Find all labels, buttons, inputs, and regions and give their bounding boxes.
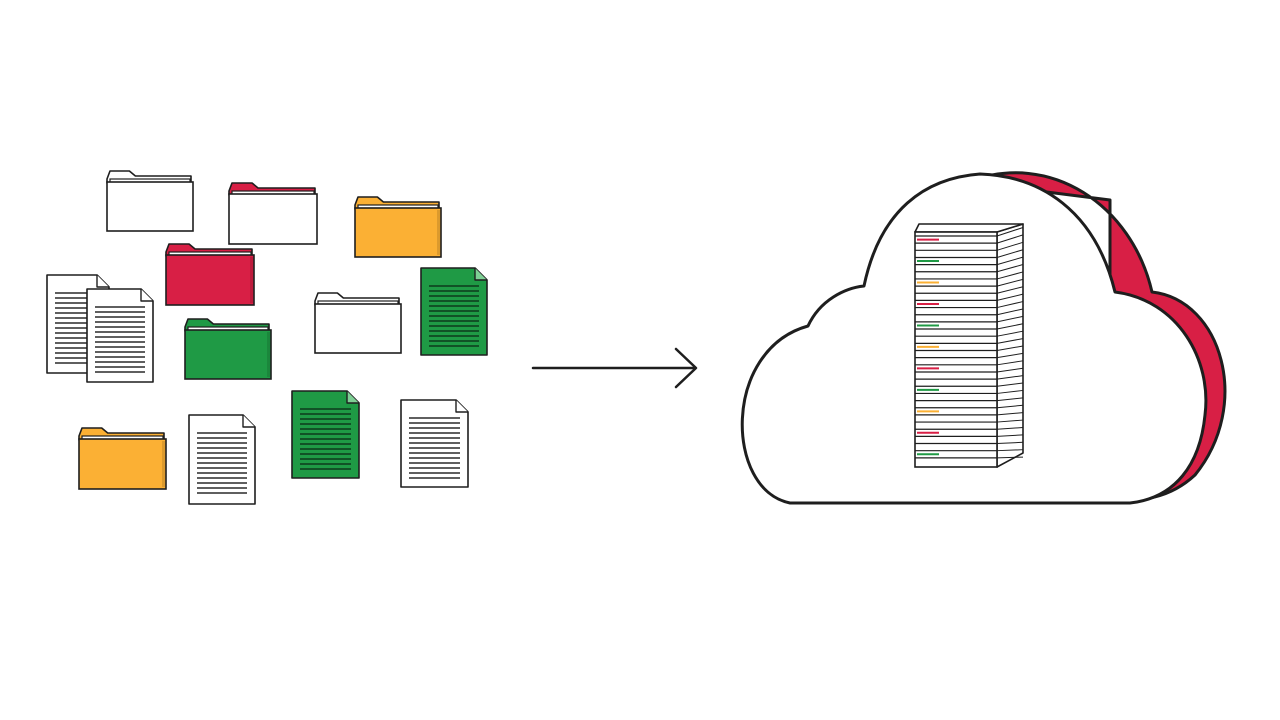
document-stack-icon	[914, 223, 1024, 468]
document-icon-white	[400, 399, 469, 488]
stack-sheet	[915, 419, 1024, 423]
stack-sheet	[915, 249, 1024, 263]
stack-sheet	[915, 315, 1024, 327]
stack-sheet	[915, 264, 1024, 273]
stack-sheet	[915, 456, 1024, 459]
stack-sheet	[915, 286, 1024, 294]
folder-icon-red	[165, 243, 255, 306]
stack-sheet	[915, 301, 1024, 309]
stack-sheet	[915, 449, 1024, 456]
stack-sheet	[915, 404, 1024, 413]
document-icon-green	[291, 390, 360, 479]
stack-sheet	[915, 345, 1024, 352]
folder-icon-red-tab	[228, 182, 318, 245]
stack-sheet	[915, 278, 1024, 287]
stack-sheet	[915, 389, 1024, 395]
stack-sheet	[915, 308, 1024, 316]
stack-sheet	[915, 434, 1024, 437]
stack-sheet	[915, 367, 1024, 373]
stack-sheet	[915, 426, 1024, 434]
stack-sheet	[915, 382, 1024, 391]
folder-icon-yellow	[78, 427, 167, 490]
stack-sheet	[915, 271, 1024, 284]
folder-icon-white	[106, 170, 194, 232]
arrow-right-icon	[531, 347, 698, 389]
stack-sheet	[915, 360, 1024, 370]
scattered-files-group	[46, 170, 488, 505]
stack-sheet	[915, 227, 1024, 241]
stack-sheet	[915, 330, 1024, 337]
stack-sheet	[915, 241, 1024, 251]
document-icon-green	[420, 267, 488, 356]
stack-sheet	[915, 397, 1024, 402]
document-icon-white	[86, 288, 154, 383]
stack-sheet	[915, 293, 1024, 305]
stack-sheet	[915, 441, 1024, 445]
stack-sheet	[915, 352, 1024, 359]
stack-sheet	[915, 323, 1024, 330]
folder-icon-yellow	[354, 196, 442, 258]
stack-sheet	[915, 234, 1024, 244]
stack-sheet	[915, 375, 1024, 380]
stack-sheet	[915, 412, 1024, 416]
folder-icon-green	[184, 318, 272, 380]
stack-sheet	[915, 338, 1024, 348]
folder-icon-white	[314, 292, 402, 354]
stack-sheet	[915, 256, 1024, 266]
document-icon-white	[188, 414, 256, 505]
